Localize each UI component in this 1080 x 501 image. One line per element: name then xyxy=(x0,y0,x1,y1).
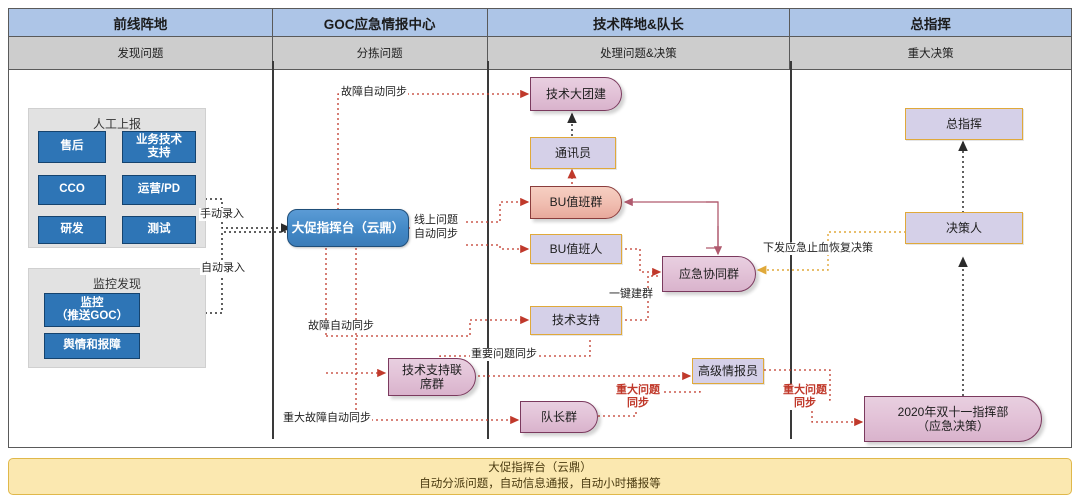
label-major-issue-sync-right: 重大问题同步 xyxy=(782,384,828,411)
lane-divider-1 xyxy=(272,61,274,439)
node-tech-support-joint-group[interactable]: 技术支持联席群 xyxy=(388,358,476,396)
node-tech-team-building-label: 技术大团建 xyxy=(545,86,606,101)
lane-header-frontline-label: 前线阵地 xyxy=(113,16,168,32)
node-emergency-collaboration-group[interactable]: 应急协同群 xyxy=(662,256,756,292)
node-bu-duty-group[interactable]: BU值班群 xyxy=(530,186,622,219)
label-major-issue-sync-left: 重大问题同步 xyxy=(615,384,661,411)
manual-item-rnd-label: 研发 xyxy=(60,223,84,236)
label-issue-decision: 下发应急止血恢复决策 xyxy=(762,242,874,255)
monitor-item-public-opinion[interactable]: 舆情和报障 xyxy=(44,333,140,359)
node-chief-commander-label: 总指挥 xyxy=(945,116,982,131)
node-senior-intelligence-agent[interactable]: 高级情报员 xyxy=(692,358,764,384)
node-chief-commander[interactable]: 总指挥 xyxy=(905,108,1023,140)
node-emergency-collaboration-group-label: 应急协同群 xyxy=(678,266,739,281)
manual-item-cco-label: CCO xyxy=(59,183,85,196)
label-auto-entry: 自动录入 xyxy=(200,262,246,275)
node-2020-double11-hq-label: 2020年双十一指挥部（应急决策） xyxy=(897,404,1009,433)
lane-header-tech: 技术阵地&队长 xyxy=(487,9,791,37)
node-messenger-label: 通讯员 xyxy=(554,145,591,160)
label-important-issue-sync: 重要问题同步 xyxy=(470,348,538,361)
node-captain-group-label: 队长群 xyxy=(540,409,577,424)
lane-sub-frontline-label: 发现问题 xyxy=(117,48,164,60)
manual-item-test[interactable]: 测试 xyxy=(122,216,196,244)
node-console-label: 大促指挥台（云鼎） xyxy=(291,220,405,235)
lane-sub-frontline: 发现问题 xyxy=(9,37,273,70)
label-one-click-group: 一键建群 xyxy=(608,288,654,301)
node-senior-intelligence-agent-label: 高级情报员 xyxy=(697,363,758,378)
lane-header-frontline: 前线阵地 xyxy=(9,9,273,37)
lane-header-row: 前线阵地 GOC应急情报中心 技术阵地&队长 总指挥 xyxy=(9,9,1071,37)
node-2020-double11-hq[interactable]: 2020年双十一指挥部（应急决策） xyxy=(864,396,1042,442)
lane-header-commander-label: 总指挥 xyxy=(910,16,951,32)
lane-header-goc: GOC应急情报中心 xyxy=(272,9,488,37)
manual-item-ops-pd-label: 运营/PD xyxy=(137,183,181,196)
lane-sub-commander-label: 重大决策 xyxy=(907,48,954,60)
node-console[interactable]: 大促指挥台（云鼎） xyxy=(287,209,409,247)
monitor-title: 监控发现 xyxy=(92,277,141,291)
lane-header-commander: 总指挥 xyxy=(790,9,1071,37)
node-bu-duty-person[interactable]: BU值班人 xyxy=(530,234,622,264)
lane-header-tech-label: 技术阵地&队长 xyxy=(593,16,684,32)
lane-header-goc-label: GOC应急情报中心 xyxy=(323,16,436,32)
manual-item-cco[interactable]: CCO xyxy=(38,175,106,205)
manual-item-test-label: 测试 xyxy=(147,223,171,236)
manual-item-ops-pd[interactable]: 运营/PD xyxy=(122,175,196,205)
lane-sub-goc-label: 分拣问题 xyxy=(356,48,403,60)
node-decision-maker-label: 决策人 xyxy=(945,220,982,235)
node-bu-duty-person-label: BU值班人 xyxy=(549,241,603,256)
lane-sub-row: 发现问题 分拣问题 处理问题&决策 重大决策 xyxy=(9,37,1071,70)
monitor-item-monitoring[interactable]: 监控（推送GOC） xyxy=(44,293,140,327)
node-captain-group[interactable]: 队长群 xyxy=(520,401,598,433)
node-tech-support-joint-group-label: 技术支持联席群 xyxy=(401,362,462,391)
label-major-fault-auto-sync: 重大故障自动同步 xyxy=(282,412,372,425)
manual-item-aftersales-label: 售后 xyxy=(60,140,84,153)
lane-sub-tech: 处理问题&决策 xyxy=(487,37,791,70)
bottom-banner-line1: 大促指挥台（云鼎） xyxy=(488,461,592,474)
bottom-banner: 大促指挥台（云鼎） 自动分派问题，自动信息通报，自动小时播报等 xyxy=(8,458,1072,495)
label-online-issue-auto-sync: 线上问题自动同步 xyxy=(413,214,459,242)
lane-sub-tech-label: 处理问题&决策 xyxy=(600,48,677,60)
monitor-item-public-opinion-label: 舆情和报障 xyxy=(63,339,121,352)
node-decision-maker[interactable]: 决策人 xyxy=(905,212,1023,244)
monitor-item-monitoring-label: 监控（推送GOC） xyxy=(55,296,129,322)
label-manual-entry: 手动录入 xyxy=(199,208,245,221)
lane-sub-goc: 分拣问题 xyxy=(272,37,488,70)
label-fault-auto-sync-top: 故障自动同步 xyxy=(340,86,408,99)
node-messenger[interactable]: 通讯员 xyxy=(530,137,616,169)
manual-item-aftersales[interactable]: 售后 xyxy=(38,131,106,163)
lane-divider-2 xyxy=(487,61,489,439)
manual-item-bizsupport-label: 业务技术支持 xyxy=(136,133,182,159)
node-bu-duty-group-label: BU值班群 xyxy=(549,195,603,210)
lane-sub-commander: 重大决策 xyxy=(790,37,1071,70)
manual-item-bizsupport[interactable]: 业务技术支持 xyxy=(122,131,196,163)
node-tech-team-building[interactable]: 技术大团建 xyxy=(530,77,622,111)
manual-item-rnd[interactable]: 研发 xyxy=(38,216,106,244)
bottom-banner-line2: 自动分派问题，自动信息通报，自动小时播报等 xyxy=(419,477,661,490)
label-fault-auto-sync-low: 故障自动同步 xyxy=(307,320,375,333)
node-tech-support-label: 技术支持 xyxy=(551,313,600,328)
node-tech-support[interactable]: 技术支持 xyxy=(530,306,622,335)
manual-report-title: 人工上报 xyxy=(92,117,141,131)
